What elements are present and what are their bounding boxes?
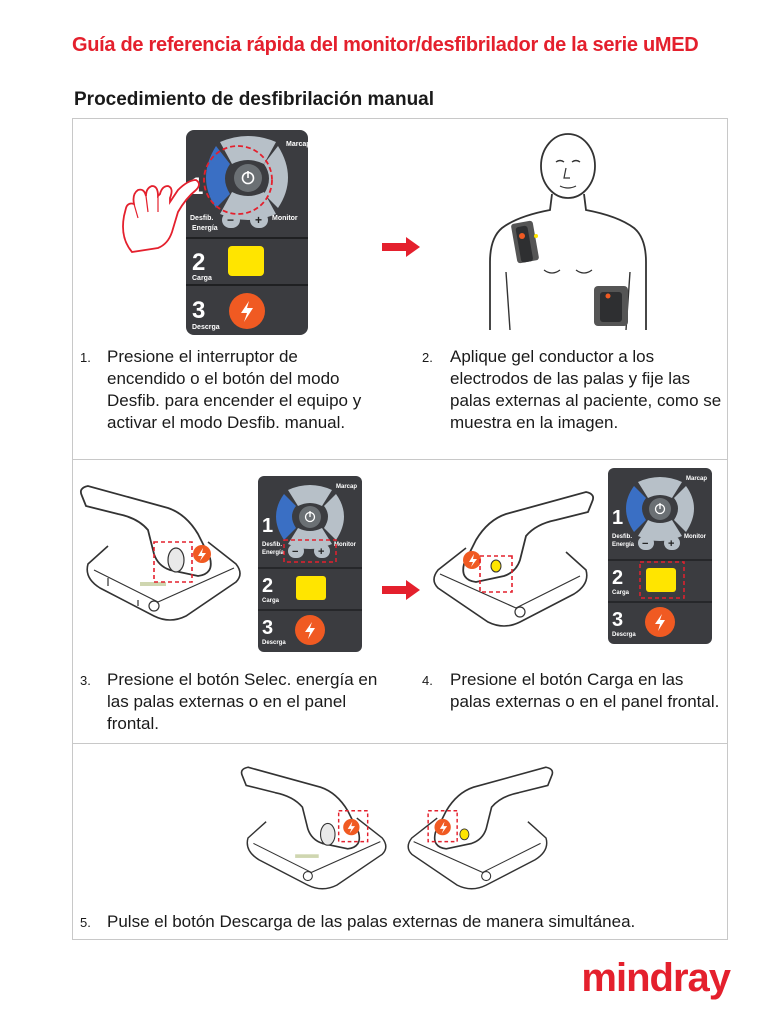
patient-torso-image [489, 133, 647, 331]
procedure-frame [72, 118, 728, 940]
arrow-icon [382, 237, 420, 257]
step-3-number: 3. [80, 673, 91, 688]
energia-label: Energía [262, 550, 285, 556]
marcap-label: Marcap [686, 476, 707, 482]
marcap-label: Marcap [336, 484, 357, 490]
energy-minus: − [227, 213, 234, 227]
descarga-label: Descrga [262, 640, 286, 646]
paddle-left-shock-image [240, 766, 387, 890]
step3-number: 3 [192, 297, 205, 324]
step-3: 3. Presione el botón Selec. energía en l… [80, 669, 380, 735]
energy-minus: − [292, 546, 298, 558]
step-1-text: Presione el interruptor de encendido o e… [107, 347, 362, 432]
step3-number: 3 [612, 609, 623, 631]
step3-number: 3 [262, 617, 273, 639]
step1-number: 1 [612, 507, 623, 529]
step-2-number: 2. [422, 350, 433, 365]
arrow-icon [382, 580, 420, 600]
energy-minus: − [642, 538, 648, 550]
paddle-energy-select-image [79, 485, 241, 621]
carga-label: Carga [262, 598, 280, 604]
paddle-right-shock-image [407, 766, 554, 890]
carga-label: Carga [192, 275, 212, 282]
energy-plus: + [668, 538, 674, 550]
step-4-text: Presione el botón Carga en las palas ext… [450, 670, 720, 711]
step2-number: 2 [192, 249, 205, 276]
marcap-label: Marcap [286, 141, 310, 148]
mindray-logo: mindray [581, 956, 731, 1000]
paddle-charge-image [433, 491, 595, 627]
step2-number: 2 [612, 567, 623, 589]
page-title: Guía de referencia rápida del monitor/de… [72, 34, 699, 56]
energy-plus: + [255, 213, 262, 227]
step-1: 1. Presione el interruptor de encendido … [80, 346, 370, 434]
front-panel-energy-image: Marcap Monitor Desfib. Energía 1 − + 2 C… [258, 476, 362, 652]
step1-number: 1 [262, 515, 273, 537]
step-1-number: 1. [80, 350, 91, 365]
divider [72, 743, 728, 744]
step-2: 2. Aplique gel conductor a los electrodo… [422, 346, 722, 434]
desfib-label: Desfib. [262, 542, 282, 548]
monitor-label: Monitor [334, 542, 357, 548]
step-4: 4. Presione el botón Carga en las palas … [422, 669, 722, 713]
step-2-text: Aplique gel conductor a los electrodos d… [450, 347, 722, 432]
step-5: 5. Pulse el botón Descarga de las palas … [80, 911, 720, 933]
energy-plus: + [318, 546, 324, 558]
carga-label: Carga [612, 590, 630, 596]
desfib-label: Desfib. [612, 534, 632, 540]
descarga-label: Descrga [192, 324, 220, 331]
divider [72, 459, 728, 460]
front-panel-image: Marcap Monitor Desfib. Energía 1 − + 2 C… [122, 130, 310, 335]
section-title: Procedimiento de desfibrilación manual [74, 89, 435, 110]
step-5-text: Pulse el botón Descarga de las palas ext… [107, 912, 636, 931]
step-3-text: Presione el botón Selec. energía en las … [107, 670, 378, 733]
front-panel-charge-image: Marcap Monitor Desfib. Energía 1 − + 2 C… [608, 468, 712, 644]
step-4-number: 4. [422, 673, 433, 688]
descarga-label: Descrga [612, 632, 636, 638]
step2-number: 2 [262, 575, 273, 597]
step-5-number: 5. [80, 915, 91, 930]
energia-label: Energía [612, 542, 635, 548]
monitor-label: Monitor [684, 534, 707, 540]
energia-label: Energía [192, 225, 218, 232]
desfib-label: Desfib. [190, 215, 213, 222]
monitor-label: Monitor [272, 215, 298, 222]
